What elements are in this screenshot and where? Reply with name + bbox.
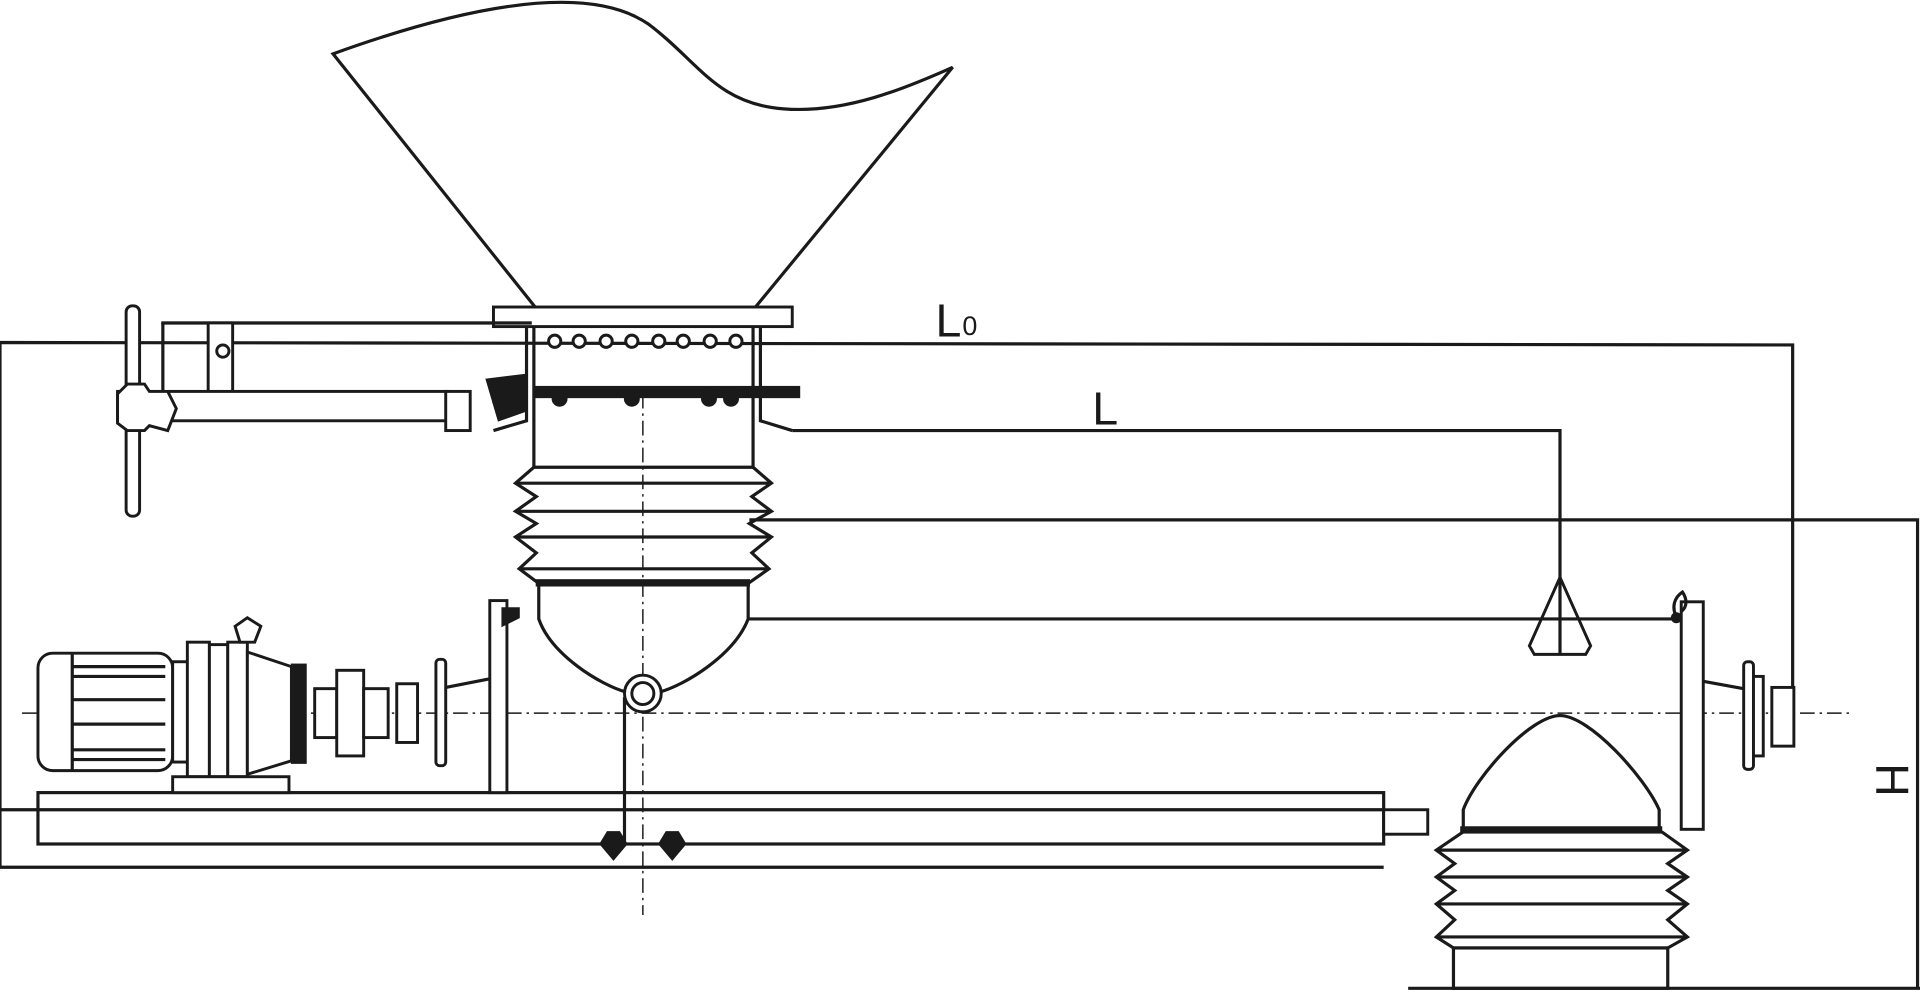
outlet-clamp (1460, 826, 1663, 834)
h-dimension-line (749, 518, 1920, 989)
support-foot-right (658, 831, 687, 861)
motor-fins (70, 653, 166, 771)
label-l0: L (936, 294, 962, 346)
reducer-plate (290, 663, 307, 764)
inlet-wall-left (493, 326, 529, 433)
clamp-band (533, 385, 801, 399)
left-end-clip (501, 607, 520, 628)
l-dimension-line (792, 428, 1562, 578)
motor (36, 651, 175, 773)
right-hook (1672, 589, 1688, 620)
gearbox-flange (185, 640, 211, 779)
right-shaft-end (1770, 685, 1796, 748)
support-foot-left (599, 831, 628, 861)
shaft (362, 687, 390, 740)
hopper-bag (330, 0, 954, 309)
rail-end-block (1382, 808, 1430, 836)
right-hook-pin (1670, 612, 1682, 624)
base-rail (36, 791, 1386, 846)
l0-dimension-frame (0, 340, 1795, 868)
shaft-coupling (313, 687, 339, 740)
coupling-flange (335, 668, 366, 758)
outlet-dome (1461, 713, 1661, 829)
handwheel-hub[interactable] (116, 382, 178, 433)
bellows-clamp (535, 579, 750, 587)
label-l: L (1092, 382, 1118, 434)
inlet-wall-right (758, 326, 793, 433)
label-l0-subscript: 0 (962, 311, 977, 341)
top-flange (492, 305, 794, 329)
breather-cap (233, 615, 263, 644)
right-bearing (1752, 674, 1765, 758)
pivot-inner (630, 681, 656, 707)
right-end-plate (1679, 600, 1705, 831)
lower-bellow-folds (1436, 848, 1688, 939)
label-h: H (1866, 763, 1918, 797)
motor-mount (171, 775, 291, 795)
left-end-plate (488, 599, 509, 795)
drive-cone (445, 677, 491, 689)
clamp-latch (485, 373, 528, 422)
right-cone (1702, 679, 1744, 691)
jack-pin (215, 343, 231, 359)
bearing (395, 682, 420, 744)
gearbox-body (207, 643, 230, 779)
gearbox-flange-2 (226, 640, 249, 779)
outlet-base (1451, 946, 1670, 990)
jack-nut (444, 389, 472, 433)
drive-flange (434, 657, 448, 768)
clamp-pins (551, 390, 739, 407)
discharge-bowl (537, 583, 750, 694)
reducer (245, 649, 293, 777)
flange-bolts (547, 333, 744, 349)
